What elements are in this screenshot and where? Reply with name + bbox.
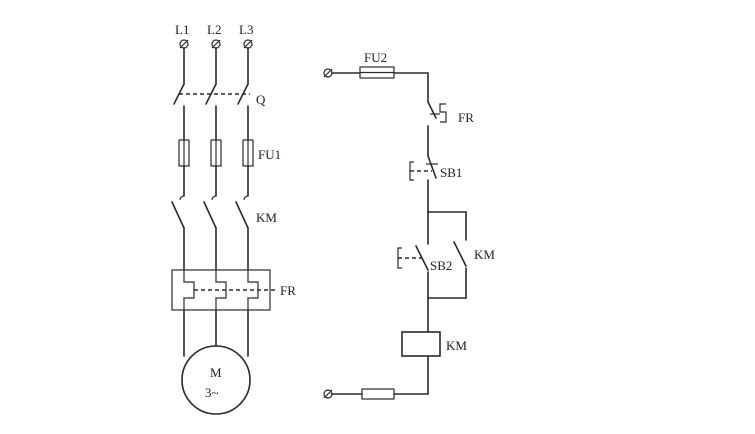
control-circuit: FU2 FR SB1 SB2	[323, 50, 495, 400]
contactor-label: KM	[256, 210, 277, 225]
coil-label: KM	[446, 338, 467, 353]
stop-button-sb1	[409, 155, 438, 213]
motor-name: M	[210, 365, 222, 380]
fuses-fu1	[178, 139, 254, 167]
stop-button-label: SB1	[440, 165, 462, 180]
control-fuse-label: FU2	[364, 50, 387, 65]
contactor-coil-km	[401, 331, 441, 395]
fuse-fu2	[359, 66, 395, 79]
phase-label-l2: L2	[207, 22, 221, 37]
phase-label-l1: L1	[175, 22, 189, 37]
control-overload-label: FR	[458, 110, 474, 125]
motor-phase: 3~	[205, 385, 219, 400]
holding-contact-km	[427, 241, 467, 299]
overload-relay-fr	[171, 269, 276, 311]
start-button-label: SB2	[430, 258, 452, 273]
control-terminal-bottom	[323, 389, 333, 399]
overload-label: FR	[280, 283, 296, 298]
isolating-switch-q	[173, 83, 250, 141]
motor: M 3~	[181, 345, 251, 415]
return-fuse	[361, 388, 395, 400]
fuse-label: FU1	[258, 147, 281, 162]
start-button-sb2	[397, 211, 429, 333]
main-circuit: L1 L2 L3 Q	[171, 22, 296, 415]
contactor-main-contacts	[171, 195, 249, 229]
overload-nc-contact	[427, 101, 447, 157]
phase-label-l3: L3	[239, 22, 253, 37]
switch-label: Q	[256, 92, 266, 107]
holding-contact-label: KM	[474, 247, 495, 262]
control-terminal-top	[323, 68, 333, 78]
supply-terminals	[179, 39, 253, 49]
